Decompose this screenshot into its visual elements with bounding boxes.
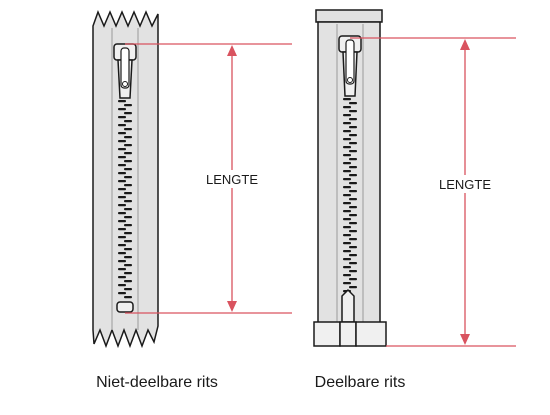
left-length-label: LENGTE [206,172,258,187]
right-zipper-top-binding [315,9,383,23]
right-length-measure: LENGTE [350,37,516,347]
left-zipper-teeth [118,100,132,299]
right-length-label: LENGTE [439,177,491,192]
left-zipper-tape [92,9,159,349]
left-length-measure: LENGTE [125,43,292,314]
non-separating-zipper [92,9,159,349]
separating-zipper [313,9,387,347]
right-zipper-teeth [343,98,357,293]
right-zipper-pin-and-box [313,288,387,347]
left-zipper-slider [113,43,137,99]
right-zipper-slider [338,35,362,97]
left-zipper-caption: Niet-deelbare rits [96,374,218,391]
right-zipper-caption: Deelbare rits [315,374,406,391]
left-zipper-bottom-stop [116,301,134,313]
